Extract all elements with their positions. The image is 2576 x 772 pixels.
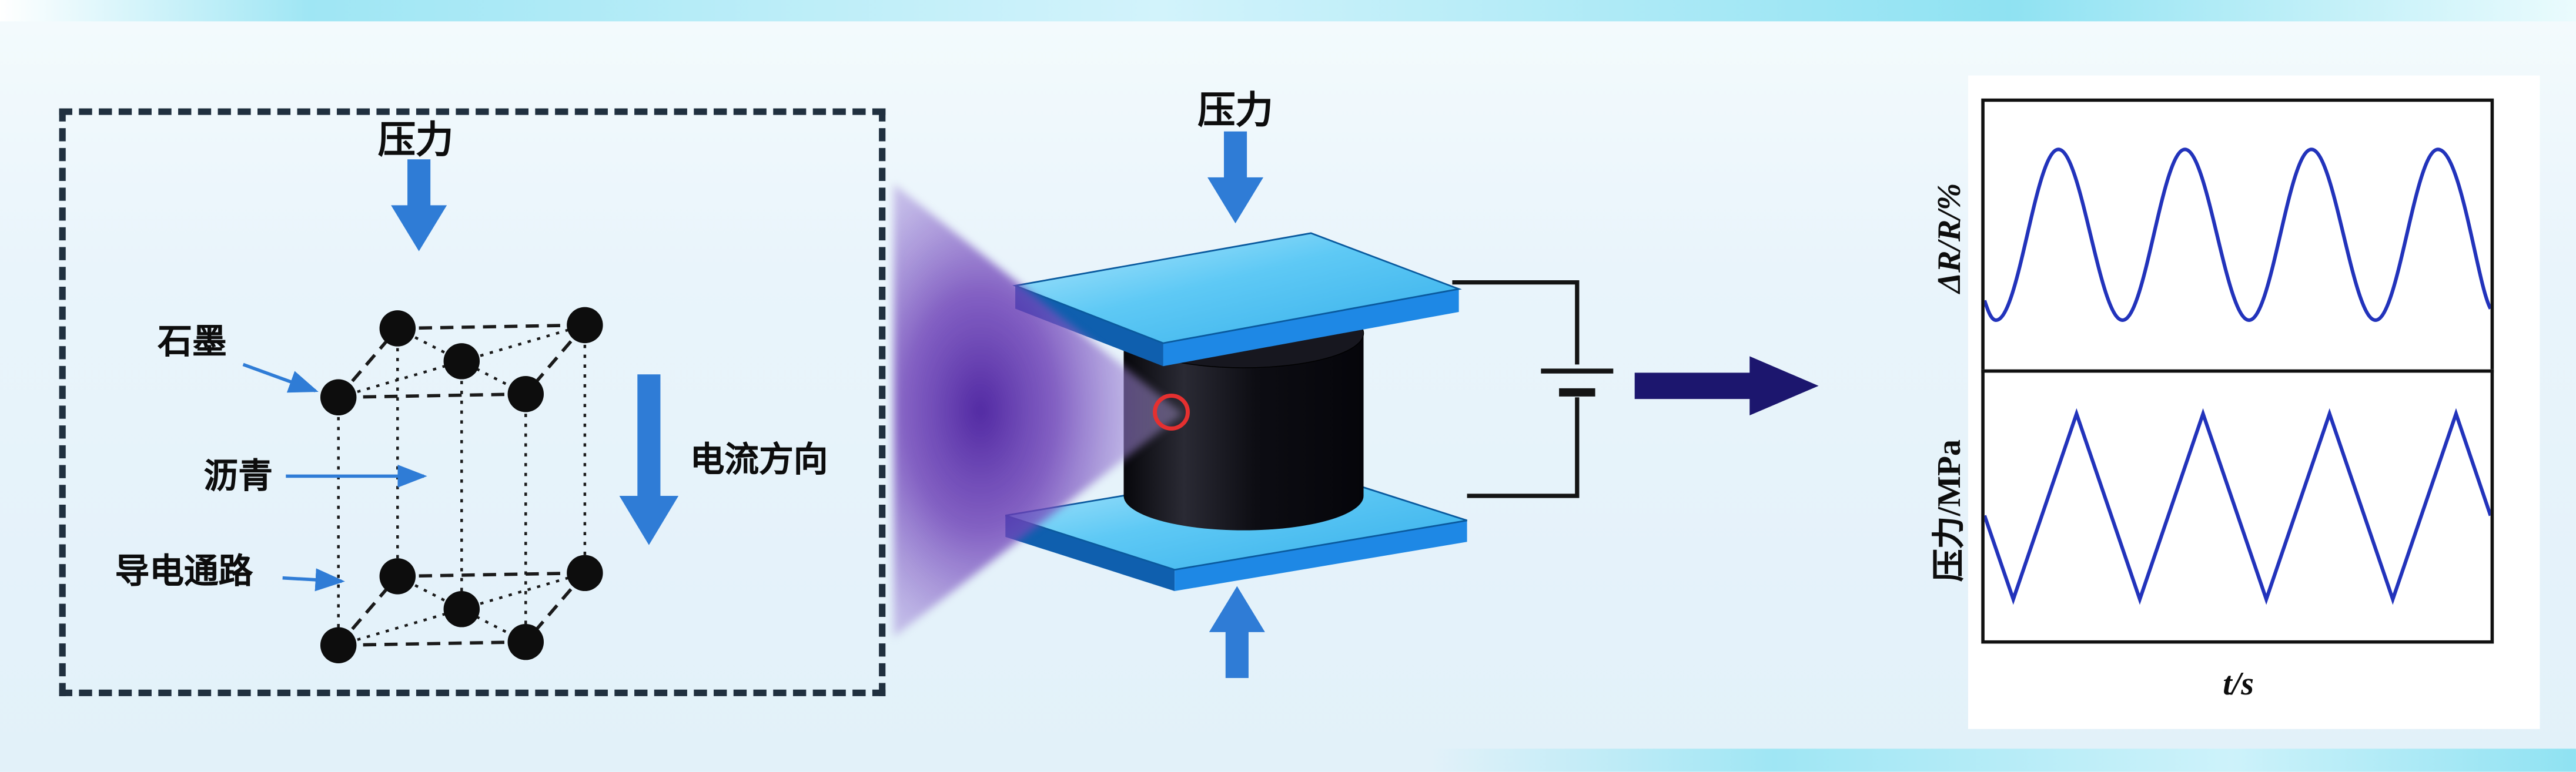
annotation-pointer-arrows	[242, 362, 427, 592]
bottom-plot-ylabel: 压力/MPa	[1932, 439, 1968, 582]
apparatus-pressure-down-arrow-icon	[1207, 131, 1264, 224]
conductive-path-pointer-arrow-icon	[282, 568, 345, 592]
bottom-gradient-band	[1429, 748, 2576, 772]
measurement-circuit	[1452, 280, 1580, 498]
microstructure-panel	[59, 108, 886, 696]
asphalt-label: 沥青	[203, 458, 273, 496]
top-gradient-band	[0, 0, 2576, 22]
graphite-lattice-diagram	[320, 307, 603, 664]
left-pressure-label: 压力	[377, 118, 454, 161]
graphite-label: 石墨	[158, 323, 227, 361]
result-flow-arrow-icon	[1634, 356, 1819, 416]
pressure-loading-plot	[1981, 369, 2494, 644]
middle-pressure-label: 压力	[1197, 88, 1273, 132]
top-plot-ylabel: ΔR/R/%	[1932, 183, 1968, 293]
battery-icon	[1541, 368, 1614, 397]
graphite-pointer-arrow-icon	[242, 362, 319, 393]
top-electrode-plate	[1012, 232, 1462, 367]
plots-xlabel: t/s	[2223, 666, 2254, 703]
red-spot-marker-icon	[1153, 394, 1190, 431]
triangle-wave-curve	[1982, 408, 2493, 605]
graphite-particles	[320, 307, 603, 664]
current-direction-label: 电流方向	[690, 441, 828, 480]
pressure-down-arrow-icon	[391, 159, 447, 251]
sine-wave-curve	[1982, 147, 2493, 323]
resistance-response-plot	[1981, 98, 2494, 373]
current-direction-arrow-icon	[619, 374, 679, 545]
reaction-up-arrow-icon	[1209, 586, 1265, 679]
apparatus-diagram	[1005, 232, 1614, 592]
light-beam-cone	[894, 183, 1183, 637]
conductive-path-label: 导电通路	[115, 553, 253, 592]
